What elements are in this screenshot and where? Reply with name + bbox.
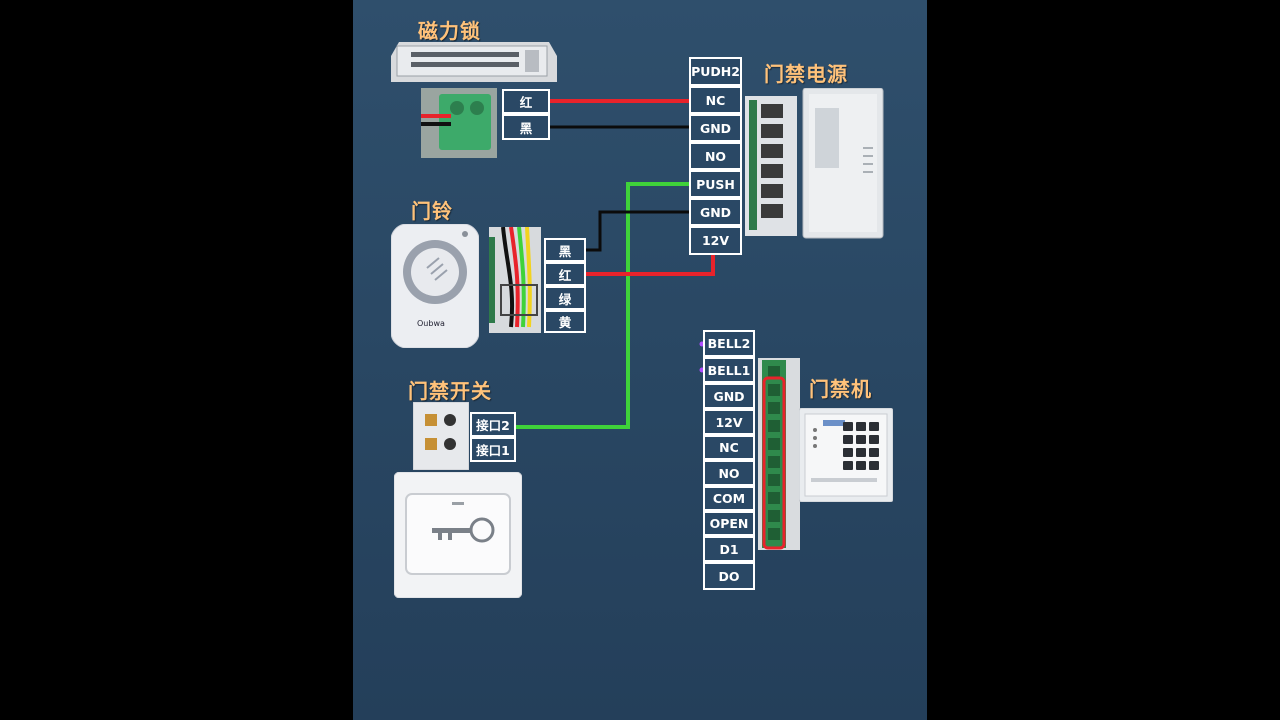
doorbell-brand: Oubwa [417, 319, 445, 328]
power-terminal-gnd-2: GND [689, 198, 742, 226]
exit-switch-title: 门禁开关 [408, 379, 492, 403]
bell-terminal-yellow: 黄 [544, 310, 586, 333]
controller-terminal-strip-icon [758, 358, 800, 550]
lock-terminal-black: 黑 [502, 114, 550, 140]
switch-terminal-2: 接口2 [470, 412, 516, 437]
power-terminal-12v: 12V [689, 226, 742, 255]
ctrl-terminal-no: NO [703, 460, 755, 486]
ctrl-terminal-12v: 12V [703, 409, 755, 435]
ctrl-terminal-bell2: BELL2 [703, 330, 755, 357]
power-terminal-nc: NC [689, 86, 742, 114]
ctrl-terminal-do: DO [703, 562, 755, 590]
bell-terminal-red: 红 [544, 262, 586, 286]
lock-terminal-red: 红 [502, 89, 550, 114]
bell-terminal-black: 黑 [544, 238, 586, 262]
key-button-icon [394, 472, 522, 598]
doorbell-icon: Oubwa [391, 224, 479, 348]
ctrl-terminal-nc: NC [703, 435, 755, 460]
power-terminal-pudh2: PUDH2 [689, 57, 742, 86]
doorbell-title: 门铃 [411, 199, 453, 223]
doorbell-wires-icon [489, 227, 541, 333]
controller-title: 门禁机 [809, 377, 872, 401]
bell-terminal-green: 绿 [544, 286, 586, 310]
power-supply-title: 门禁电源 [764, 62, 848, 86]
power-terminal-gnd-1: GND [689, 114, 742, 142]
wire-switch-to-push [516, 182, 693, 429]
wires-layer [516, 99, 715, 429]
wire-bell-black-to-gnd [586, 210, 693, 252]
ctrl-terminal-d1: D1 [703, 536, 755, 562]
ctrl-terminal-bell1: BELL1 [703, 357, 755, 383]
switch-terminal-1: 接口1 [470, 437, 516, 462]
wire-bell-red-to-12v [586, 254, 715, 276]
power-terminal-no: NO [689, 142, 742, 170]
mag-lock-title: 磁力锁 [418, 19, 481, 43]
ctrl-terminal-gnd: GND [703, 383, 755, 409]
switch-back-icon [413, 402, 469, 470]
wiring-diagram: 磁力锁 红 黑 门禁电源 PUDH2 NC GND NO PUSH GND 12… [353, 0, 927, 720]
lock-terminal-block-icon [421, 88, 497, 158]
keypad-icon [799, 408, 893, 502]
magnetic-lock-icon [391, 42, 557, 82]
power-terminal-push: PUSH [689, 170, 742, 198]
ctrl-terminal-com: COM [703, 486, 755, 511]
ctrl-terminal-open: OPEN [703, 511, 755, 536]
power-supply-icon [745, 88, 884, 239]
